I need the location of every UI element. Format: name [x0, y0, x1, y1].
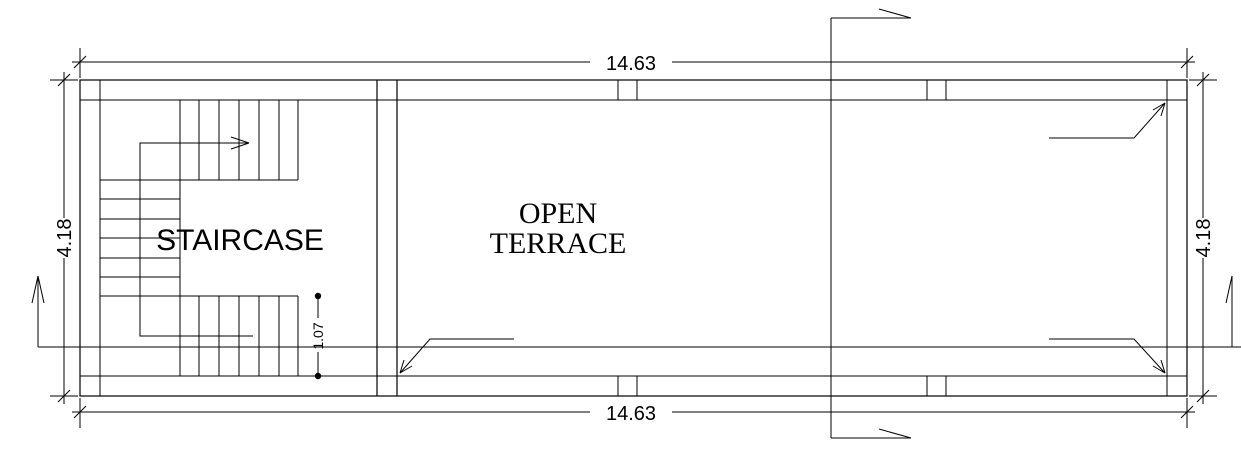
left-dimension: 4.18	[50, 72, 78, 404]
slope-arrows	[399, 102, 1166, 374]
right-dimension: 4.18	[1189, 72, 1217, 404]
right-dimension-text: 4.18	[1193, 219, 1215, 258]
landing-dimension-text: 1.07	[310, 322, 326, 349]
top-dimension-text: 14.63	[606, 53, 656, 75]
top-dimension: 14.63	[72, 48, 1195, 78]
terrace-label-line2: TERRACE	[490, 227, 627, 260]
open-terrace-label: OPEN TERRACE	[490, 197, 627, 260]
terrace-label-line1: OPEN	[519, 197, 597, 230]
upper-flight	[179, 100, 299, 181]
bottom-dimension: 14.63	[72, 398, 1195, 428]
bottom-dimension-text: 14.63	[606, 403, 656, 425]
partition-wall	[376, 80, 398, 396]
left-dimension-text: 4.18	[54, 219, 76, 258]
landing-dimension: 1.07	[310, 292, 326, 380]
stair-walkline	[139, 136, 253, 337]
parapet-columns	[617, 79, 947, 397]
section-line-horizontal	[31, 275, 1241, 348]
staircase: 1.07 STAIRCASE	[100, 100, 326, 380]
section-line-vertical	[830, 8, 912, 439]
staircase-label: STAIRCASE	[156, 224, 324, 257]
